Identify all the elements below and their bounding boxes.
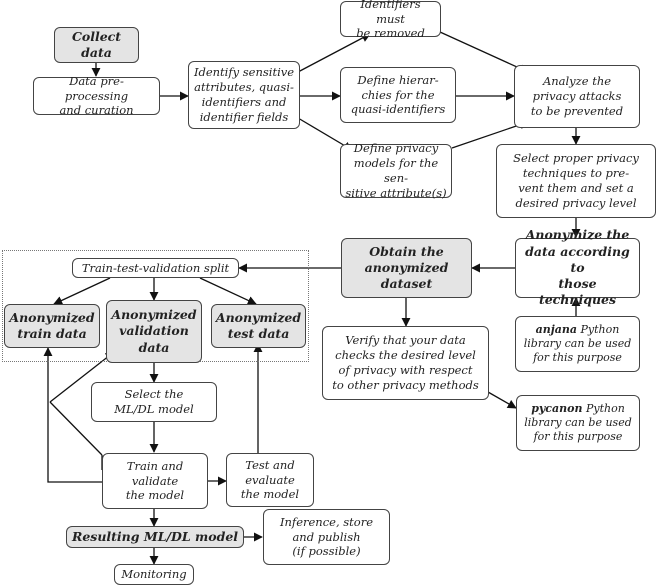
- validation-data-node: Anonymized validation data: [106, 300, 202, 363]
- anjana-note-node: anjana Python library can be used for th…: [515, 316, 640, 372]
- verify-privacy-node: Verify that your data checks the desired…: [322, 326, 489, 400]
- anjana-note-text: Python library can be used for this purp…: [523, 322, 632, 365]
- identify-attributes-node: Identify sensitive attributes, quasi- id…: [188, 61, 300, 129]
- define-hierarchies-node: Define hierar- chies for the quasi-ident…: [340, 67, 456, 123]
- select-model-node: Select the ML/DL model: [91, 382, 217, 422]
- arrow-identifiers-analyze: [439, 31, 529, 73]
- anonymize-data-node: Anonymize the data according to those te…: [515, 227, 640, 307]
- split-node: Train-test-validation split: [72, 258, 239, 278]
- arrow-split-test: [199, 277, 257, 305]
- test-evaluate-node: Test and evaluate the model: [226, 453, 314, 507]
- obtain-dataset-node: Obtain the anonymized dataset: [341, 238, 472, 298]
- arrow-verify-pycanon: [487, 391, 517, 409]
- pycanon-note-node: pycanon Python library can be used for t…: [516, 395, 640, 451]
- arrow-split-train: [53, 277, 111, 305]
- analyze-attacks-node: Analyze the privacy attacks to be preven…: [514, 65, 640, 128]
- define-privacy-models-node: Define privacy models for the sen- sitiv…: [340, 141, 452, 200]
- select-techniques-node: Select proper privacy techniques to pre-…: [496, 144, 656, 218]
- test-data-node: Anonymized test data: [211, 304, 306, 348]
- train-validate-node: Train and validate the model: [102, 453, 208, 509]
- preprocess-node: Data pre-processing and curation: [33, 74, 160, 117]
- inference-node: Inference, store and publish (if possibl…: [263, 509, 390, 565]
- identifiers-removed-node: Identifiers must be removed: [340, 0, 441, 40]
- train-data-node: Anonymized train data: [4, 304, 100, 348]
- pycanon-note-text: Python library can be used for this purp…: [524, 401, 632, 444]
- arrow-train-to-validation: [49, 401, 103, 456]
- resulting-model-node: Resulting ML/DL model: [66, 526, 244, 548]
- pycanon-library-name: pycanon: [531, 401, 583, 415]
- arrow-train-data-loop: [43, 347, 102, 483]
- arrow-validation-loop: [49, 351, 115, 403]
- collect-data-node: Collect data: [54, 27, 139, 63]
- anjana-library-name: anjana: [535, 322, 578, 336]
- monitoring-node: Monitoring: [114, 564, 194, 585]
- arrow-identify-identifiers: [297, 33, 371, 73]
